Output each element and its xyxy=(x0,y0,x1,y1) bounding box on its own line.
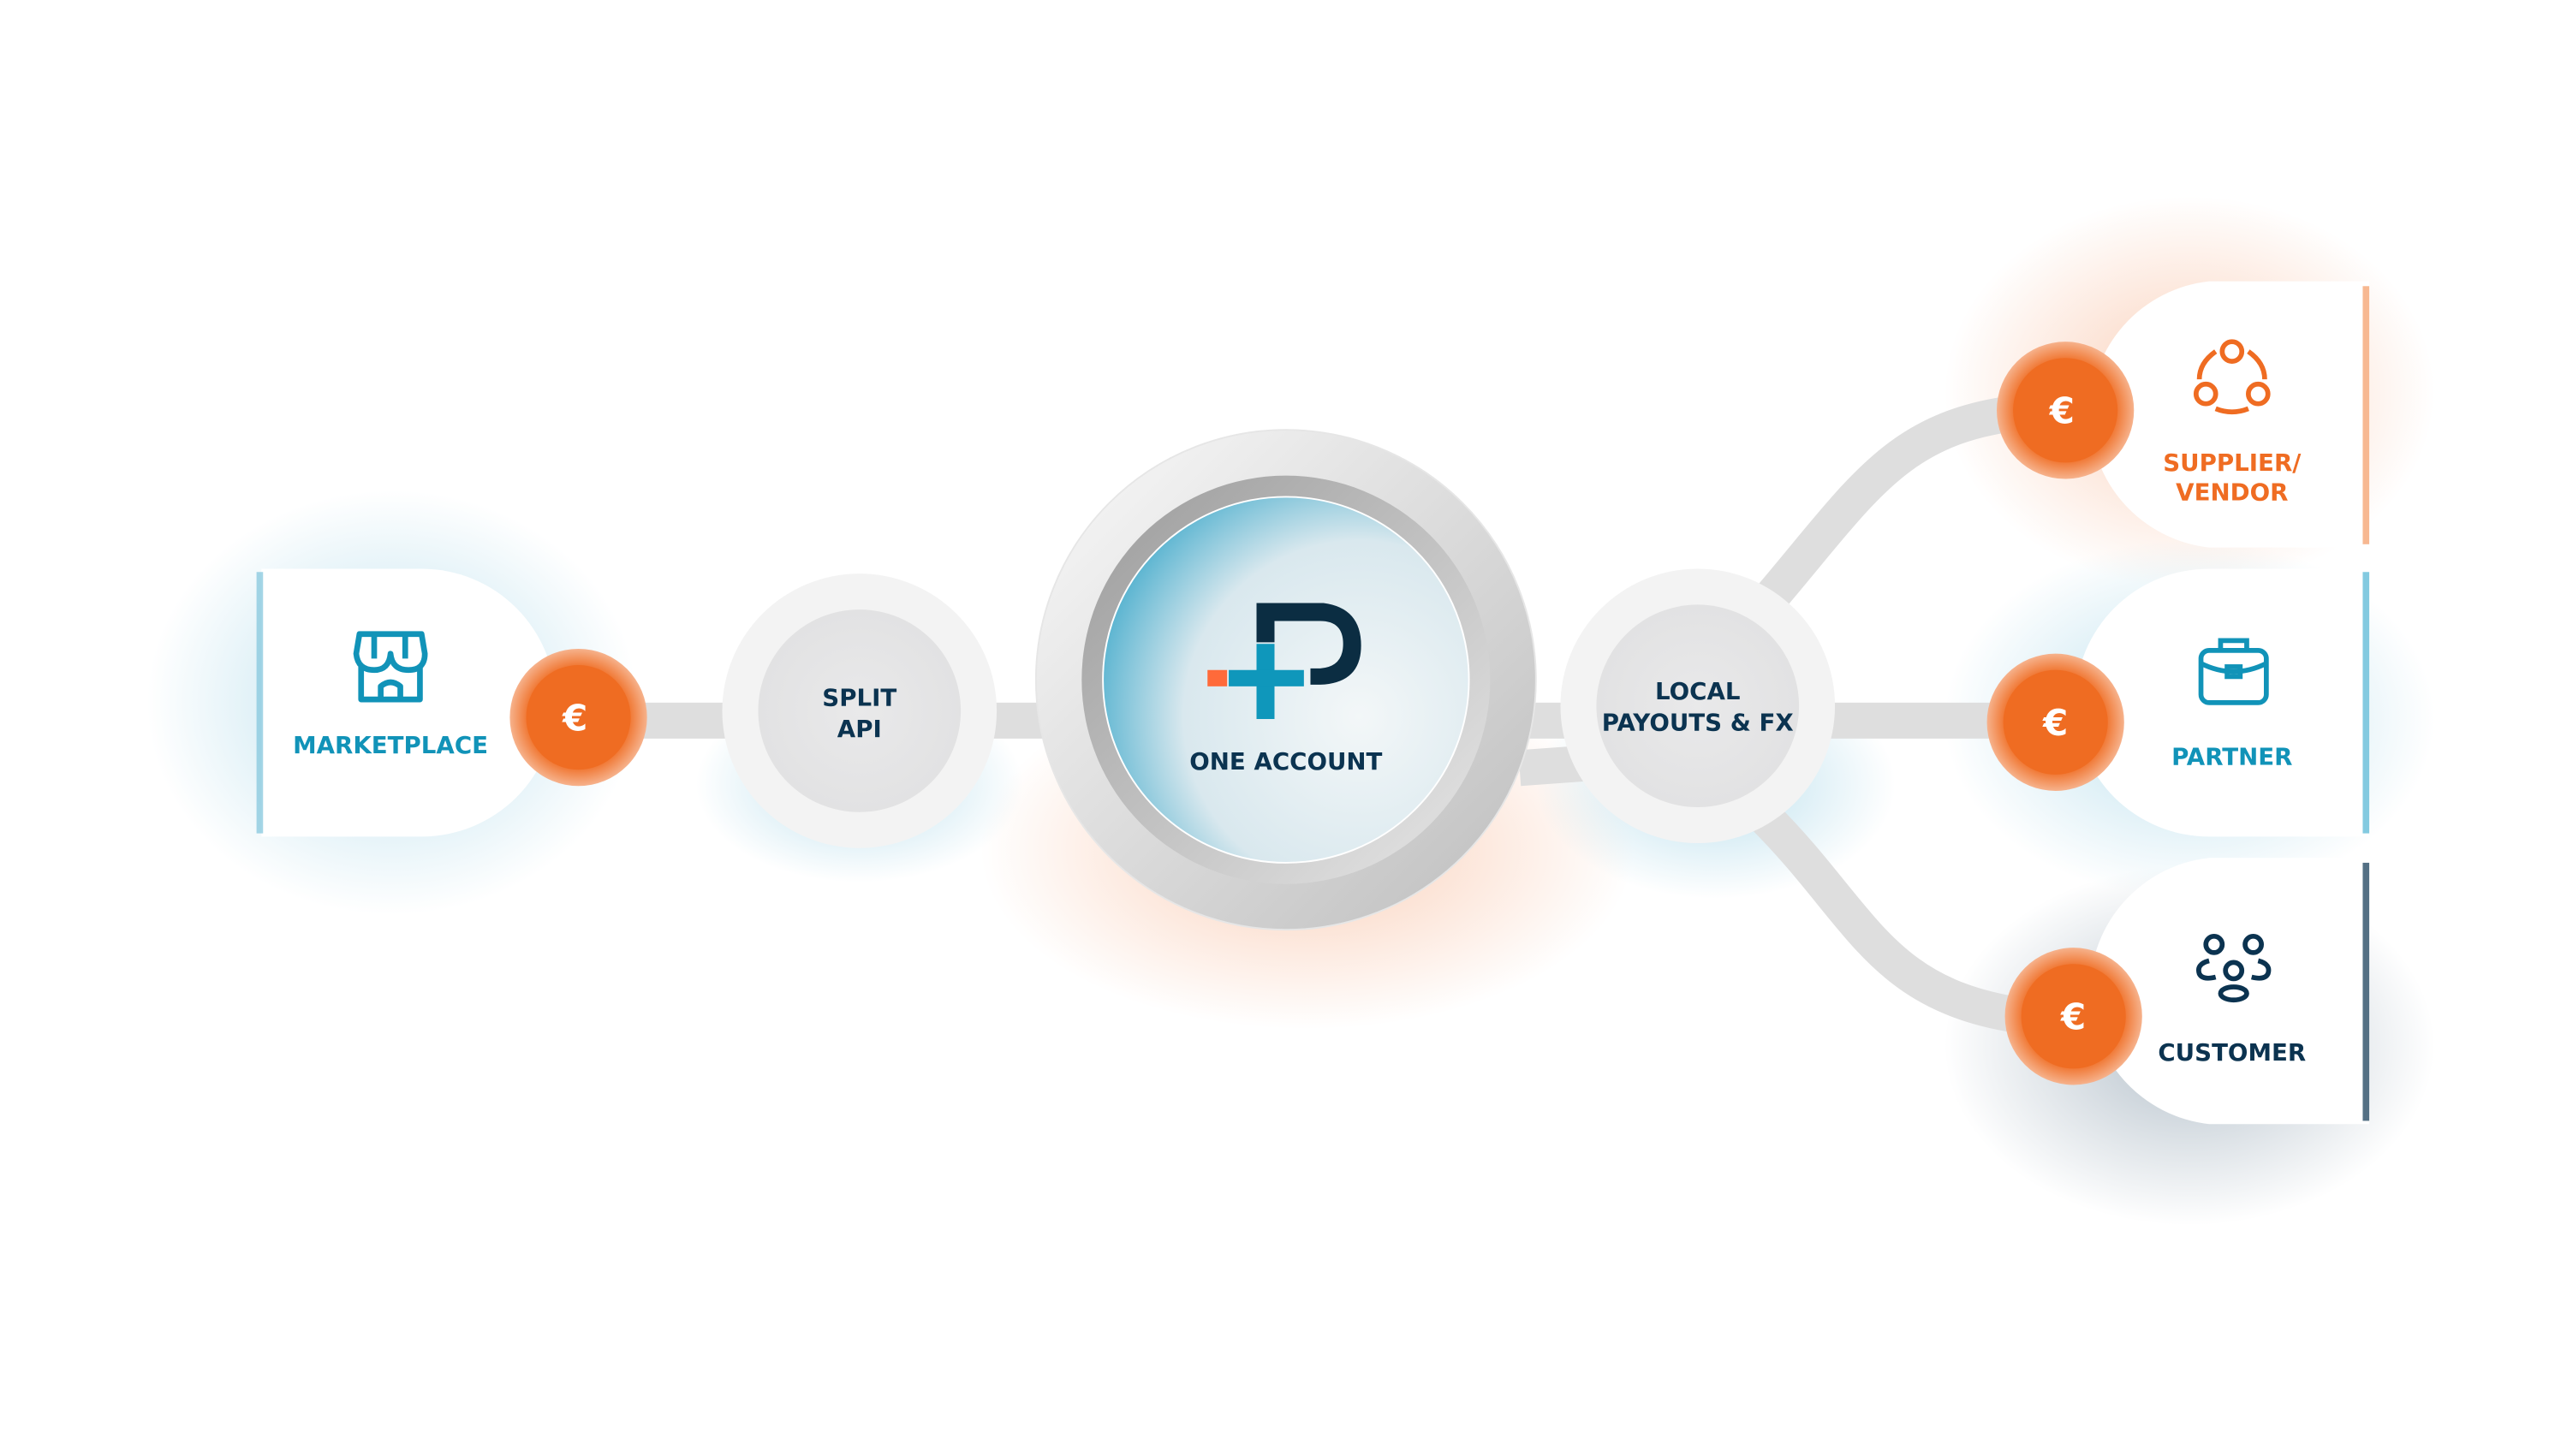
briefcase-icon xyxy=(2198,638,2269,705)
marketplace-card[interactable]: MARKETPLACE xyxy=(256,568,556,837)
one-account-hub[interactable]: ONE ACCOUNT xyxy=(1034,429,1537,931)
supplier-label-line2: VENDOR xyxy=(2176,478,2288,506)
euro-icon: € xyxy=(562,697,587,739)
euro-coin-customer: € xyxy=(2004,948,2142,1085)
one-account-label: ONE ACCOUNT xyxy=(1189,747,1382,776)
supplier-label-line1: SUPPLIER/ xyxy=(2163,449,2302,477)
marketplace-label: MARKETPLACE xyxy=(293,731,488,759)
partner-label: PARTNER xyxy=(2171,742,2292,770)
network-icon xyxy=(2193,339,2271,415)
euro-icon: € xyxy=(2060,996,2086,1038)
local-payouts-line2: PAYOUTS & FX xyxy=(1602,708,1794,736)
split-api-line2: API xyxy=(837,715,882,743)
euro-coin-partner: € xyxy=(1986,653,2124,791)
local-payouts-node[interactable]: LOCAL PAYOUTS & FX xyxy=(1560,568,1836,844)
local-payouts-line1: LOCAL xyxy=(1655,677,1740,705)
euro-coin-supplier: € xyxy=(1996,342,2135,479)
p-plus-logo xyxy=(1207,603,1361,720)
split-api-node[interactable]: SPLIT API xyxy=(722,573,998,848)
customer-label: CUSTOMER xyxy=(2158,1038,2306,1067)
customer-card[interactable]: CUSTOMER xyxy=(2089,858,2370,1125)
supplier-vendor-card[interactable]: SUPPLIER/ VENDOR xyxy=(2089,281,2370,548)
euro-coin-marketplace: € xyxy=(509,648,647,787)
split-api-line1: SPLIT xyxy=(822,684,896,712)
partner-card[interactable]: PARTNER xyxy=(2075,568,2370,837)
group-icon xyxy=(2196,933,2272,1003)
euro-icon: € xyxy=(2042,702,2068,744)
storefront-icon xyxy=(353,631,428,703)
euro-icon: € xyxy=(2049,390,2075,432)
